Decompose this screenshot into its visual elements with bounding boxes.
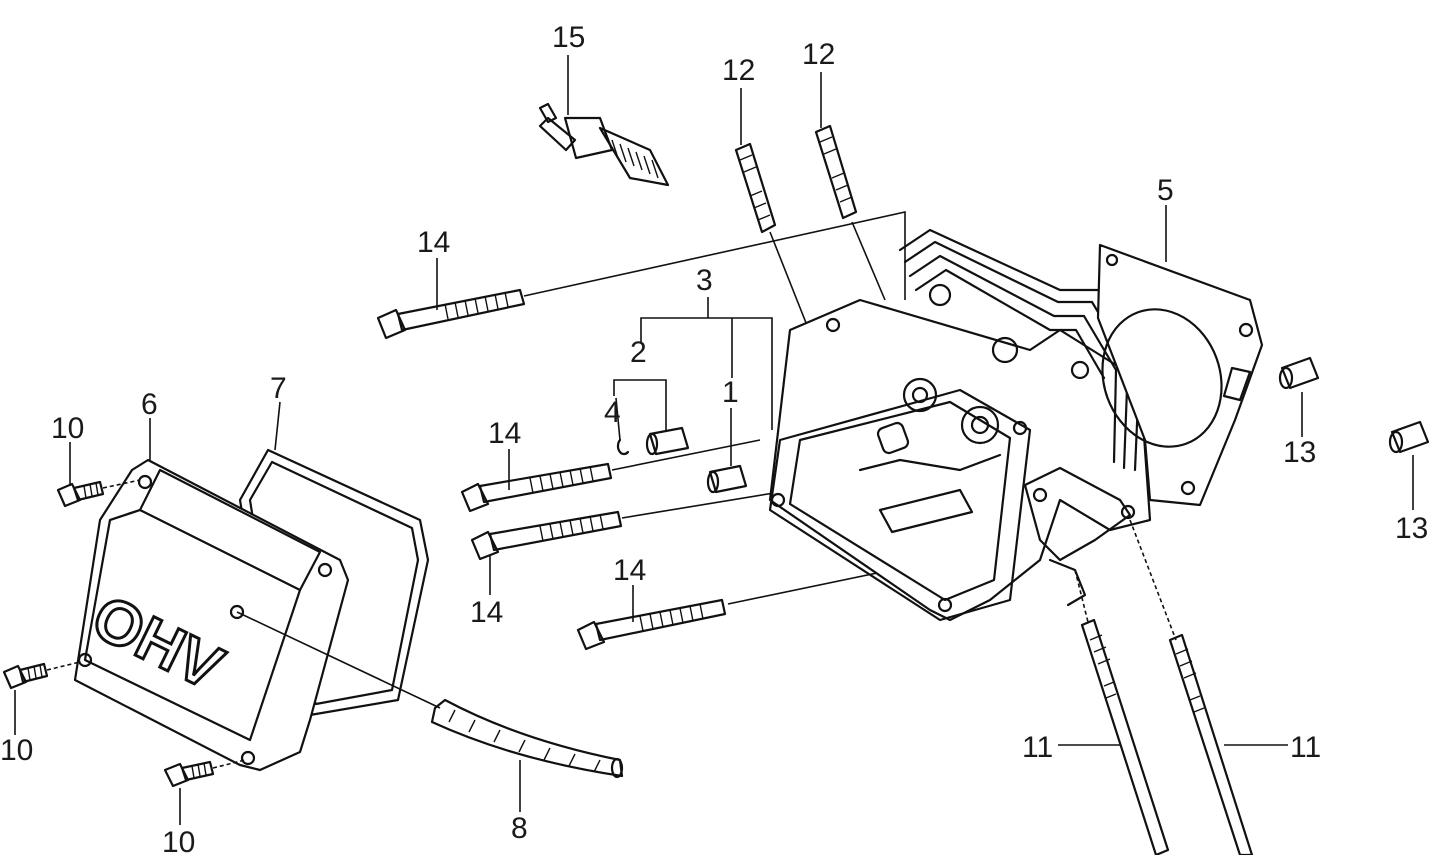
leader-10a-dashed	[102, 479, 141, 489]
part-11-pushrod-left[interactable]	[1080, 618, 1170, 855]
callout-13b: 13	[1395, 512, 1428, 545]
part-14-bolt-bottom[interactable]	[576, 598, 727, 651]
callout-7: 7	[270, 372, 287, 405]
part-14-bolt-top[interactable]	[376, 288, 526, 340]
callout-13a: 13	[1283, 436, 1316, 469]
part-10-bolt-bottom[interactable]	[163, 760, 215, 788]
callout-12b: 12	[802, 38, 835, 71]
leader-12-dashed-lines	[769, 221, 886, 339]
callout-10b: 10	[0, 734, 33, 767]
part-6-rocker-cover[interactable]: OHV	[73, 458, 350, 772]
callout-14a: 14	[417, 226, 450, 259]
part-12-dowel-left[interactable]	[734, 142, 777, 234]
leader-14c-line	[621, 491, 781, 519]
callout-14d: 14	[613, 554, 646, 587]
callout-14b: 14	[488, 417, 521, 450]
callout-11a: 11	[1022, 731, 1053, 764]
leader-14b-line	[611, 439, 761, 471]
part-5-head-gasket[interactable]	[1084, 243, 1264, 507]
callout-10a: 10	[51, 412, 84, 445]
part-8-breather-tube[interactable]	[430, 698, 624, 779]
part-10-bolt-left[interactable]	[2, 662, 49, 690]
leader-10c-dashed	[212, 759, 246, 769]
leader-4	[615, 397, 621, 441]
callout-11b: 11	[1290, 731, 1321, 764]
leader-8-dashed	[236, 611, 441, 709]
callout-4: 4	[604, 396, 621, 429]
leader-11b-dashed	[1129, 519, 1177, 641]
callout-8: 8	[511, 812, 528, 845]
part-14-bolt-mid-upper[interactable]	[460, 462, 613, 513]
leader-2-bracket	[613, 379, 667, 430]
callout-12a: 12	[722, 54, 755, 87]
part-12-dowel-right[interactable]	[814, 124, 858, 220]
part-15-spark-plug[interactable]	[538, 102, 670, 187]
part-2-collar[interactable]	[645, 426, 690, 456]
part-10-bolt-top[interactable]	[56, 480, 105, 508]
leader-14-top-line	[523, 211, 906, 300]
callout-3: 3	[696, 264, 713, 297]
part-13-dowel-lower[interactable]	[1388, 420, 1430, 454]
leader-11a-dashed	[1074, 569, 1089, 623]
part-13-dowel-upper[interactable]	[1278, 356, 1320, 390]
cylinder-head	[768, 228, 1152, 622]
part-1-collar[interactable]	[706, 464, 748, 494]
callout-5: 5	[1157, 174, 1174, 207]
leader-3-bracket	[640, 317, 773, 430]
part-11-pushrod-right[interactable]	[1168, 633, 1254, 855]
callout-2: 2	[630, 336, 647, 369]
part-4-clip[interactable]	[616, 438, 630, 456]
leader-10b-dashed	[46, 661, 81, 671]
callout-14c: 14	[470, 596, 503, 629]
callout-10c: 10	[162, 826, 195, 855]
callout-1: 1	[722, 376, 739, 409]
leader-7	[274, 401, 281, 451]
part-14-bolt-mid-lower[interactable]	[470, 510, 623, 561]
callout-6: 6	[141, 388, 158, 421]
callout-15: 15	[552, 21, 585, 54]
